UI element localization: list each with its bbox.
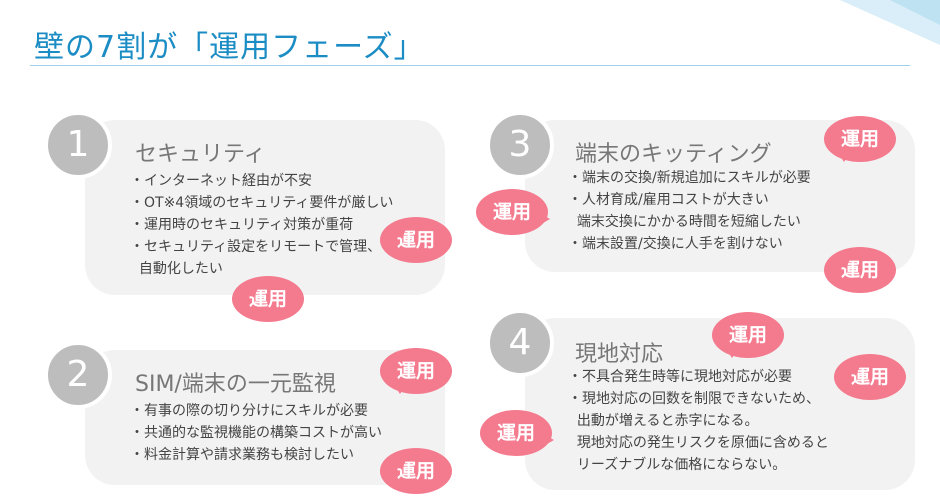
list-item: ・不具合発生時等に現地対応が必要 [568,369,792,385]
corner-decoration [840,0,940,45]
list-item: 現地対応の発生リスクを原価に含めると [568,435,829,451]
number-badge: 3 [486,111,554,179]
list-item: 自動化したい [130,261,223,277]
list-item: ・現地対応の回数を制限できないため、 [568,391,820,407]
page-title: 壁の7割が「運用フェーズ」 [34,30,425,65]
card-security [85,120,445,295]
list-item: ・セキュリティ設定をリモートで管理、 [130,239,382,255]
operation-bubble: 運用 [232,276,304,322]
list-item: リーズナブルな価格にならない。 [568,457,787,473]
number-badge: 1 [44,111,112,179]
list-item: ・人材育成/雇用コストが大きい [568,192,769,208]
operation-bubble: 運用 [380,348,452,394]
card-title: 端末のキッティング [575,142,772,167]
card-items: ・不具合発生時等に現地対応が必要 ・現地対応の回数を制限できないため、 出動が増… [568,366,829,476]
card-items: ・インターネット経由が不安 ・OT※4領域のセキュリティ要件が厳しい ・運用時の… [130,170,393,280]
list-item: 端末交換にかかる時間を短縮したい [568,214,801,230]
list-item: ・共通的な監視機能の構築コストが高い [130,425,382,441]
list-item: ・インターネット経由が不安 [130,173,312,189]
list-item: ・運用時のセキュリティ対策が重荷 [130,217,354,233]
operation-bubble: 運用 [834,354,906,400]
number-badge: 4 [486,309,554,377]
list-item: ・料金計算や請求業務も検討したい [130,447,354,463]
list-item: ・有事の際の切り分けにスキルが必要 [130,403,368,419]
card-items: ・有事の際の切り分けにスキルが必要 ・共通的な監視機能の構築コストが高い ・料金… [130,400,382,466]
card-title: セキュリティ [135,142,266,167]
operation-bubble: 運用 [712,312,784,358]
title-divider [30,65,910,66]
operation-bubble: 運用 [480,410,554,456]
card-title: SIM/端末の一元監視 [135,372,336,397]
card-title: 現地対応 [575,342,664,367]
operation-bubble: 運用 [824,116,896,162]
list-item: ・OT※4領域のセキュリティ要件が厳しい [130,195,394,211]
list-item: ・端末設置/交換に人手を割けない [568,236,783,252]
operation-bubble: 運用 [380,217,452,263]
list-item: ・端末の交換/新規追加にスキルが必要 [568,170,811,186]
card-items: ・端末の交換/新規追加にスキルが必要 ・人材育成/雇用コストが大きい 端末交換に… [568,167,811,255]
operation-bubble: 運用 [476,189,550,235]
list-item: 出動が増えると赤字になる。 [568,413,759,429]
number-badge: 2 [44,341,112,409]
operation-bubble: 運用 [380,448,452,494]
operation-bubble: 運用 [824,247,896,293]
